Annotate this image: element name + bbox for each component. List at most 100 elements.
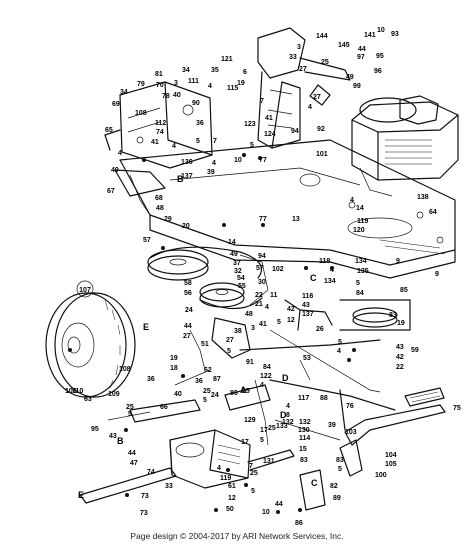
callout-117: 117 — [298, 395, 309, 402]
callout-18: 18 — [170, 365, 178, 372]
callout-41: 41 — [151, 139, 159, 146]
callout-49: 49 — [346, 74, 354, 81]
callout-4k: 4 — [286, 403, 290, 410]
marker-C-top: C — [310, 273, 317, 283]
callout-137: 137 — [181, 173, 193, 180]
callout-53: 53 — [303, 355, 311, 362]
callout-119: 119 — [357, 218, 368, 225]
rear-wheel — [45, 292, 136, 398]
callout-41b: 41 — [265, 115, 273, 122]
callout-73b: 73 — [140, 510, 148, 517]
callout-133: 133 — [276, 423, 288, 430]
callout-95b: 95 — [91, 426, 99, 433]
callout-57: 57 — [143, 237, 151, 244]
callout-59: 59 — [411, 347, 419, 354]
marker-A: A — [240, 385, 247, 395]
callout-36: 36 — [196, 120, 204, 127]
callout-95: 95 — [376, 53, 384, 60]
callout-9b: 9 — [435, 271, 439, 278]
callout-5: 5 — [196, 138, 200, 145]
callout-39b: 39 — [328, 422, 336, 429]
callout-124: 124 — [264, 131, 276, 138]
callout-107: 107 — [79, 287, 91, 294]
callout-7c: 7 — [249, 463, 253, 470]
callout-77b: 77 — [259, 216, 267, 223]
callout-4b: 4 — [172, 143, 176, 150]
callout-25: 25 — [321, 59, 329, 66]
callout-10c: 10 — [262, 509, 270, 516]
marker-D-bottom: D — [280, 410, 287, 420]
callout-87: 87 — [213, 376, 221, 383]
marker-E-top: E — [143, 322, 149, 332]
callout-25c: 25 — [242, 388, 250, 395]
callout-86: 86 — [230, 390, 238, 397]
callout-64: 64 — [429, 209, 437, 216]
callout-134: 134 — [355, 258, 367, 265]
callout-62: 62 — [204, 367, 212, 374]
callout-47: 47 — [130, 460, 138, 467]
callout-27c: 27 — [226, 337, 234, 344]
control-rods — [107, 329, 346, 446]
callout-110: 110 — [72, 388, 83, 395]
callout-37: 37 — [233, 260, 241, 267]
callout-25d: 25 — [126, 404, 134, 411]
callout-134b: 134 — [324, 278, 336, 285]
callout-40: 40 — [173, 92, 181, 99]
callout-17b: 17 — [241, 439, 249, 446]
callout-30: 30 — [258, 279, 266, 286]
callout-12b: 12 — [228, 495, 236, 502]
section-markers: 107 E E B B A D D C C — [76, 174, 318, 500]
callout-114: 114 — [299, 435, 310, 442]
callout-48: 48 — [156, 205, 164, 212]
callout-5j: 5 — [251, 488, 255, 495]
callout-94: 94 — [291, 128, 299, 135]
marker-C-right: C — [311, 478, 318, 488]
marker-B-bottom: B — [117, 436, 124, 446]
callout-138: 138 — [417, 194, 429, 201]
callout-144: 144 — [316, 33, 328, 40]
callout-20: 20 — [182, 223, 190, 230]
callout-4g: 4 — [265, 304, 269, 311]
callout-86b: 86 — [295, 520, 303, 527]
callout-49b: 49 — [230, 251, 238, 258]
callout-92: 92 — [317, 126, 325, 133]
callout-109: 109 — [108, 391, 120, 398]
callout-35: 35 — [211, 67, 219, 74]
callout-19c: 19 — [170, 355, 178, 362]
callout-14: 14 — [356, 205, 364, 212]
callout-44: 44 — [358, 46, 366, 53]
callout-122: 122 — [260, 373, 272, 380]
callout-79: 79 — [137, 81, 145, 88]
callout-132: 132 — [282, 419, 294, 426]
callout-34b: 34 — [120, 89, 128, 96]
callout-74b: 74 — [147, 469, 155, 476]
callout-24b: 24 — [211, 392, 219, 399]
callout-97: 97 — [357, 54, 365, 61]
callout-34: 34 — [182, 67, 190, 74]
callout-5h: 5 — [128, 411, 132, 418]
callout-19b: 19 — [397, 320, 405, 327]
callout-40b: 40 — [111, 167, 119, 174]
callout-119b: 119 — [220, 475, 231, 482]
callout-25b: 25 — [203, 388, 211, 395]
callout-91: 91 — [246, 359, 254, 366]
callout-33b: 33 — [165, 483, 173, 490]
callout-58: 58 — [184, 280, 192, 287]
callout-44c: 44 — [128, 450, 136, 457]
callout-123: 123 — [244, 121, 256, 128]
callout-4d: 4 — [212, 160, 216, 167]
callout-106: 106 — [65, 388, 77, 395]
clutch-pedal — [299, 387, 446, 511]
callout-96: 96 — [374, 68, 382, 75]
callout-5c: 5 — [277, 319, 281, 326]
callout-137b: 137 — [302, 311, 314, 318]
callout-141: 141 — [364, 32, 376, 39]
callout-70: 70 — [156, 82, 164, 89]
callout-3: 3 — [174, 80, 178, 87]
callout-4h: 4 — [330, 267, 334, 274]
callout-61: 61 — [228, 483, 236, 490]
callout-115: 115 — [227, 85, 238, 92]
callout-93: 93 — [391, 31, 399, 38]
callout-83c: 83 — [336, 457, 344, 464]
callout-67: 67 — [107, 188, 115, 195]
